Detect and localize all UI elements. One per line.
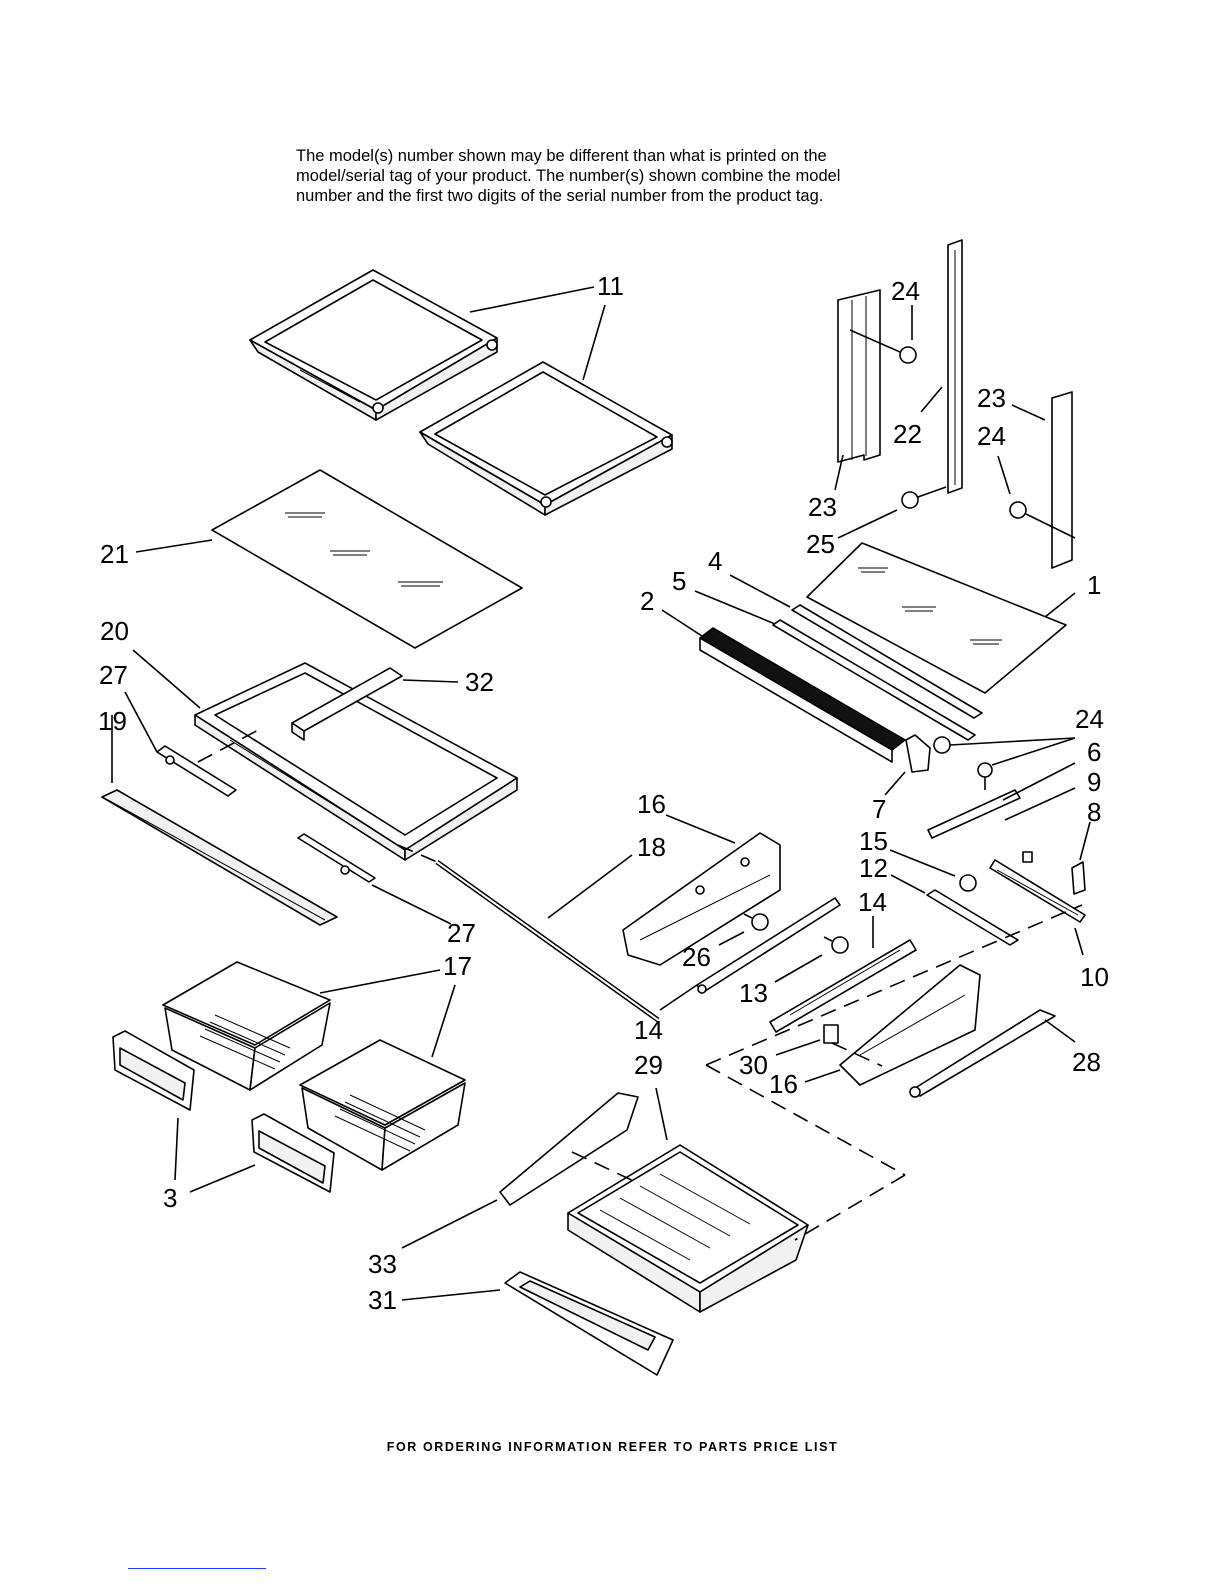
callout-24: 24: [977, 421, 1006, 451]
disclaimer-line-2: model/serial tag of your product. The nu…: [296, 167, 841, 185]
tab-part-9-small: [1022, 851, 1033, 863]
screw-part-15: [959, 874, 977, 892]
callout-16: 16: [637, 789, 666, 819]
callout-20: 20: [100, 616, 129, 646]
rod-part-28: [909, 1009, 1056, 1098]
strip-part-4: [791, 604, 983, 719]
callout-26: 26: [682, 942, 711, 972]
clip-part-30: [823, 1024, 839, 1044]
callout-17: 17: [443, 951, 472, 981]
side-bracket-part-16-upper: [622, 832, 781, 966]
screw-part-13: [823, 936, 849, 954]
callout-numbers: 11 24 22 23 24 23 25 21 4 5 1 2 20 32 27…: [98, 271, 1109, 1315]
callout-31: 31: [368, 1285, 397, 1315]
callout-28: 28: [1072, 1047, 1101, 1077]
bracket-part-10: [989, 859, 1086, 923]
callout-9: 9: [1087, 767, 1101, 797]
clip-part-8: [1071, 861, 1086, 895]
callout-2: 2: [640, 586, 654, 616]
rail-part-22: [947, 239, 963, 494]
callout-14: 14: [858, 887, 887, 917]
assembly-dashed-lines: [197, 727, 1083, 1241]
callout-27: 27: [447, 918, 476, 948]
footer-link-underline[interactable]: [128, 1568, 266, 1569]
bracket-part-32: [291, 667, 403, 741]
callout-30: 30: [739, 1050, 768, 1080]
disclaimer-line-1: The model(s) number shown may be differe…: [296, 147, 827, 165]
callout-24: 24: [891, 276, 920, 306]
screw-part-25: [901, 486, 947, 509]
disclaimer-line-3: number and the first two digits of the s…: [296, 187, 824, 205]
callout-24: 24: [1075, 704, 1104, 734]
screw-part-26: [743, 913, 769, 931]
slide-rail-part-14-left: [696, 897, 841, 994]
callout-leader-lines: [111, 286, 1091, 1301]
ordering-information-footer: FOR ORDERING INFORMATION REFER TO PARTS …: [386, 1440, 839, 1454]
callout-7: 7: [872, 794, 886, 824]
callout-6: 6: [1087, 737, 1101, 767]
callout-25: 25: [806, 529, 835, 559]
cover-part-31: [504, 1271, 674, 1376]
callout-5: 5: [672, 566, 686, 596]
screw-part-24-lower: [933, 736, 951, 754]
callout-29: 29: [634, 1050, 663, 1080]
glass-shelf-part-21: [211, 469, 523, 649]
callout-33: 33: [368, 1249, 397, 1279]
callout-23: 23: [808, 492, 837, 522]
callout-16: 16: [769, 1069, 798, 1099]
callout-19: 19: [98, 706, 127, 736]
callout-22: 22: [893, 419, 922, 449]
callout-12: 12: [859, 853, 888, 883]
hinge-part-7: [905, 734, 931, 773]
drawer-front-part-3-lower: [251, 1113, 335, 1193]
slide-part-27-upper: [156, 745, 237, 797]
slide-part-27-lower: [297, 833, 376, 883]
tray-part-29: [567, 1144, 809, 1313]
callout-18: 18: [637, 832, 666, 862]
callout-3: 3: [163, 1183, 177, 1213]
callout-21: 21: [100, 539, 129, 569]
screw-part-24-right: [1009, 501, 1076, 539]
trim-strip-part-19: [101, 789, 338, 926]
side-bracket-part-16-lower: [839, 964, 981, 1086]
strip-part-2: [699, 627, 906, 763]
callout-11: 11: [597, 271, 624, 301]
rod-part-18: [435, 859, 660, 1023]
glass-shelf-part-1: [806, 542, 1067, 694]
callout-14: 14: [634, 1015, 663, 1045]
crisper-drawer-part-17-left: [162, 961, 331, 1091]
rail-part-23-left: [837, 289, 881, 463]
shelf-part-11-left: [249, 269, 498, 421]
screw-part-6: [977, 762, 993, 790]
shelf-part-11-right: [419, 361, 673, 516]
crisper-drawer-part-17-right: [299, 1039, 466, 1171]
screw-part-24-upper: [849, 329, 917, 364]
slide-rail-part-14-right: [769, 939, 917, 1033]
callout-32: 32: [465, 667, 494, 697]
drawer-front-part-3-upper: [112, 1030, 195, 1111]
rail-part-12: [926, 889, 1019, 946]
callout-27: 27: [99, 660, 128, 690]
callout-15: 15: [859, 826, 888, 856]
callout-10: 10: [1080, 962, 1109, 992]
callout-8: 8: [1087, 797, 1101, 827]
trim-part-33: [499, 1092, 639, 1206]
shelf-frame-part-20: [194, 662, 518, 861]
rail-part-23-right: [1051, 391, 1073, 569]
strip-part-5: [772, 619, 976, 741]
model-number-disclaimer: The model(s) number shown may be differe…: [296, 146, 956, 206]
callout-4: 4: [708, 546, 722, 576]
bracket-part-9: [927, 789, 1021, 839]
callout-1: 1: [1087, 570, 1101, 600]
callout-13: 13: [739, 978, 768, 1008]
callout-23: 23: [977, 383, 1006, 413]
